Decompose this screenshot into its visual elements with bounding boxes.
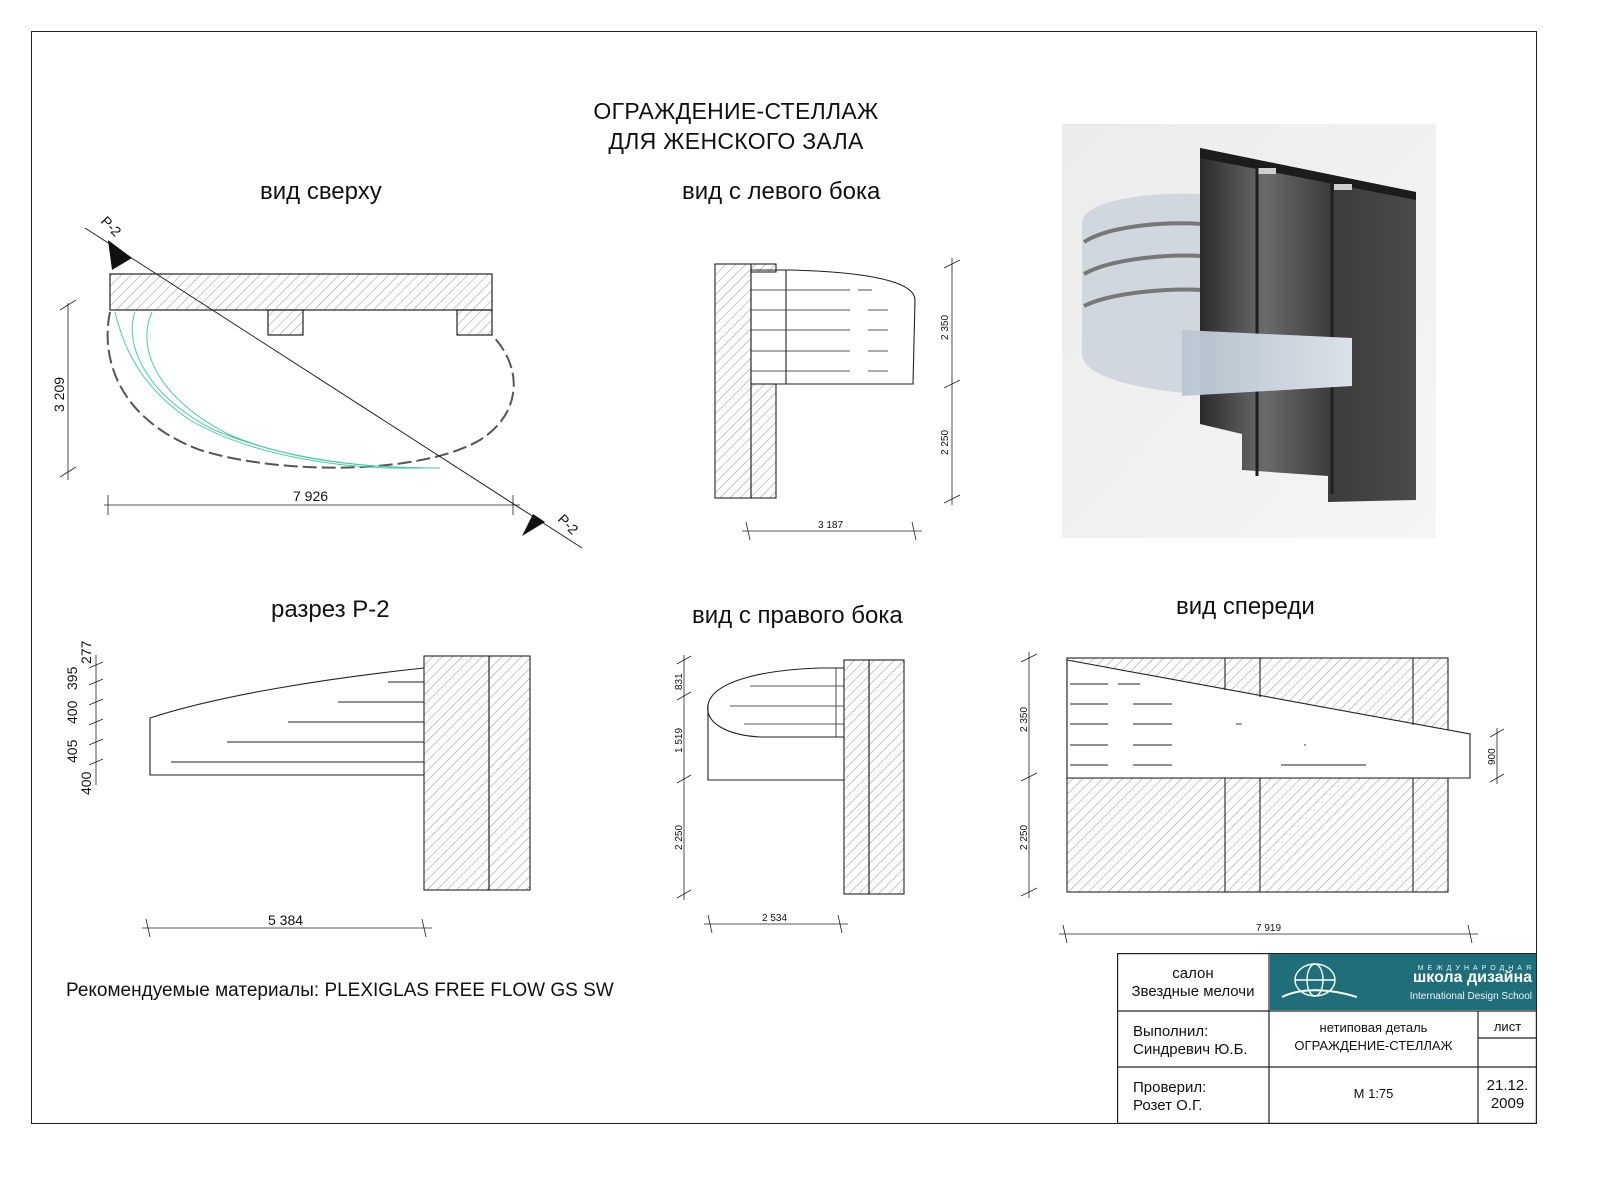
dim-text-section-width: 5 384 — [268, 912, 303, 928]
logo-top-text: МЕЖДУНАРОДНАЯ — [1417, 965, 1535, 972]
label-front-view: вид спереди — [1176, 593, 1315, 620]
dim-text-right-width: 2 534 — [762, 913, 787, 924]
sheet-label: лист — [1493, 1019, 1522, 1034]
label-top-view: вид сверху — [260, 178, 382, 205]
top-view-wall — [109, 273, 493, 311]
dim-text-section-3: 400 — [64, 700, 80, 724]
client-line1: салон — [1172, 965, 1214, 982]
right-view-shelf-top — [707, 667, 844, 738]
left-view-wall — [714, 263, 752, 499]
detail-line1: нетиповая деталь — [1319, 1020, 1428, 1035]
detail-line2: ОГРАЖДЕНИЕ-СТЕЛЛАЖ — [1294, 1038, 1453, 1053]
title-block: салон Звездные мелочи МЕЖДУНАРОДНАЯ школ… — [1117, 953, 1537, 1125]
top-view-post-2 — [456, 309, 493, 336]
right-view-wall — [843, 659, 870, 895]
right-side-view — [676, 655, 905, 934]
date-line1: 21.12. — [1486, 1077, 1529, 1094]
dim-text-section-5: 400 — [78, 771, 94, 795]
top-view-post-1 — [267, 309, 304, 336]
label-left-side-view: вид с левого бока — [682, 178, 881, 205]
dim-text-left-upper: 2 350 — [940, 315, 951, 340]
dim-text-right-1: 831 — [674, 673, 685, 690]
left-view-shelf-profile — [750, 269, 916, 385]
section-arrow-bottom — [522, 514, 545, 536]
dim-text-section-1: 277 — [78, 640, 94, 664]
performed-name: Синдревич Ю.Б. — [1133, 1041, 1248, 1058]
dim-text-front-upper: 2 350 — [1019, 707, 1030, 732]
section-view — [88, 655, 531, 938]
checked-label: Проверил: — [1133, 1079, 1207, 1096]
performed-label: Выполнил: — [1133, 1023, 1209, 1040]
dim-text-right-2: 1 519 — [674, 728, 685, 753]
front-view-shelf — [1066, 659, 1471, 779]
drawing-frame — [31, 31, 1537, 1124]
materials-note: Рекомендуемые материалы: PLEXIGLAS FREE … — [66, 980, 614, 1001]
dim-text-section-2: 395 — [64, 666, 80, 690]
dim-text-front-right: 900 — [1487, 748, 1498, 765]
left-side-view — [714, 258, 961, 541]
scale-text: М 1:75 — [1353, 1086, 1394, 1101]
date-line2: 2009 — [1490, 1095, 1525, 1112]
client-line2: Звездные мелочи — [1131, 983, 1255, 1000]
drawing-title-line2: ДЛЯ ЖЕНСКОГО ЗАЛА — [608, 128, 864, 154]
render-3d-image — [1062, 124, 1436, 538]
section-line — [84, 227, 583, 549]
dim-text-front-width: 7 919 — [1256, 923, 1281, 934]
section-wall — [423, 655, 490, 891]
top-view-curve-3 — [146, 311, 441, 469]
logo-sub-text: International Design School — [1409, 991, 1532, 1002]
label-right-side-view: вид с правого бока — [692, 602, 903, 629]
dim-text-top-depth: 3 209 — [51, 377, 67, 412]
top-view-curve-1 — [114, 311, 421, 469]
dim-text-top-width: 7 926 — [293, 488, 328, 504]
dim-text-left-width: 3 187 — [818, 520, 843, 531]
section-arrow-top — [108, 240, 132, 270]
checked-name: Розет О.Г. — [1133, 1097, 1203, 1114]
dim-text-front-lower: 2 250 — [1019, 825, 1030, 850]
globe-logo-icon — [1281, 963, 1358, 998]
dim-text-right-3: 2 250 — [674, 825, 685, 850]
drawing-title-line1: ОГРАЖДЕНИЕ-СТЕЛЛАЖ — [593, 98, 879, 124]
label-section-view: разрез Р-2 — [271, 596, 390, 623]
top-view — [59, 227, 583, 549]
section-mark-top: Р-2 — [98, 213, 125, 240]
front-view — [1020, 652, 1505, 944]
top-view-outline — [106, 311, 515, 469]
front-view-lower-wall — [1066, 777, 1449, 893]
section-shelf-profile — [149, 667, 425, 776]
dim-text-left-lower: 2 250 — [940, 430, 951, 455]
logo-main-text: школа дизайна — [1412, 969, 1532, 986]
dim-text-section-4: 405 — [64, 739, 80, 763]
